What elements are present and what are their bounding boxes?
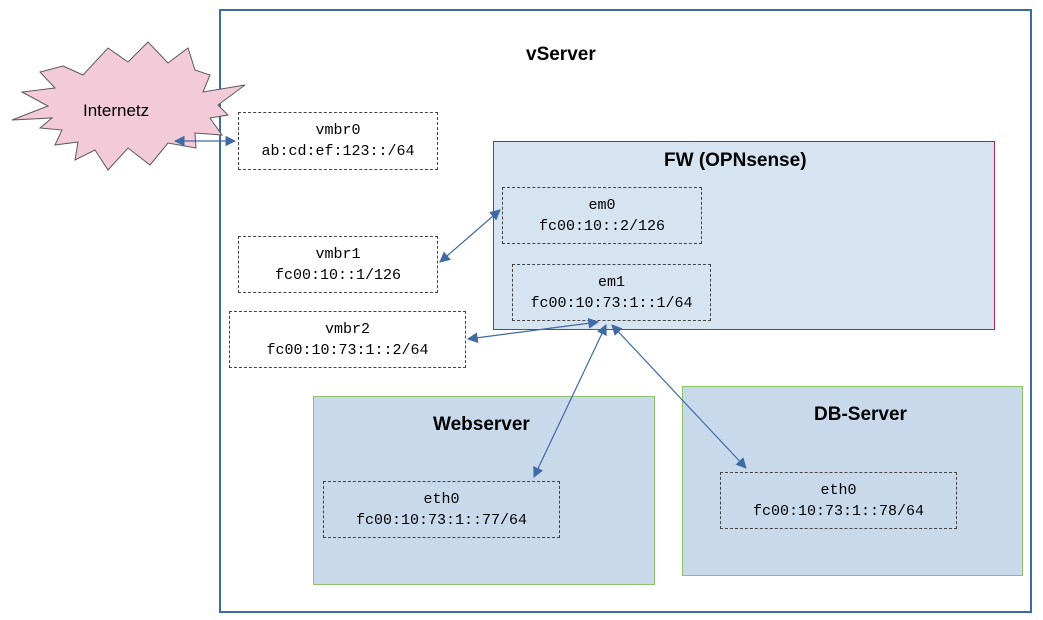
em1-address: fc00:10:73:1::1/64 — [530, 294, 693, 312]
em1-box: em1 fc00:10:73:1::1/64 — [512, 264, 711, 321]
dbserver-eth0-box: eth0 fc00:10:73:1::78/64 — [720, 472, 957, 529]
dbserver-title: DB-Server — [814, 404, 907, 425]
vserver-box: vServer — [219, 9, 1032, 613]
firewall-title: FW (OPNsense) — [664, 150, 807, 171]
link-em1-webserver — [533, 324, 607, 478]
link-vmbr2-em1 — [466, 317, 600, 344]
em0-box: em0 fc00:10::2/126 — [502, 187, 702, 244]
dbserver-eth0-name: eth0 — [820, 481, 857, 499]
webserver-eth0-name: eth0 — [423, 490, 460, 508]
vmbr2-box: vmbr2 fc00:10:73:1::2/64 — [229, 311, 466, 368]
vmbr0-address: ab:cd:ef:123::/64 — [261, 143, 415, 160]
vmbr1-box: vmbr1 fc00:10::1/126 — [238, 236, 438, 293]
link-vmbr1-em0 — [439, 209, 501, 263]
vmbr0-name: vmbr0 — [315, 122, 361, 139]
vmbr1-name: vmbr1 — [315, 245, 361, 263]
internet-label: Internetz — [83, 101, 150, 120]
link-em1-dbserver — [611, 324, 747, 469]
webserver-eth0-address: fc00:10:73:1::77/64 — [355, 511, 528, 529]
dbserver-eth0-address: fc00:10:73:1::78/64 — [752, 502, 925, 520]
em0-name: em0 — [588, 196, 616, 214]
vmbr1-address: fc00:10::1/126 — [274, 266, 402, 284]
vserver-title: vServer — [526, 44, 596, 65]
em0-address: fc00:10::2/126 — [538, 217, 666, 235]
webserver-title: Webserver — [433, 414, 530, 435]
vmbr2-name: vmbr2 — [324, 320, 370, 338]
em1-name: em1 — [597, 273, 625, 291]
vmbr0-box: vmbr0 ab:cd:ef:123::/64 — [238, 112, 438, 170]
vmbr2-address: fc00:10:73:1::2/64 — [266, 341, 429, 359]
webserver-eth0-box: eth0 fc00:10:73:1::77/64 — [323, 481, 560, 538]
